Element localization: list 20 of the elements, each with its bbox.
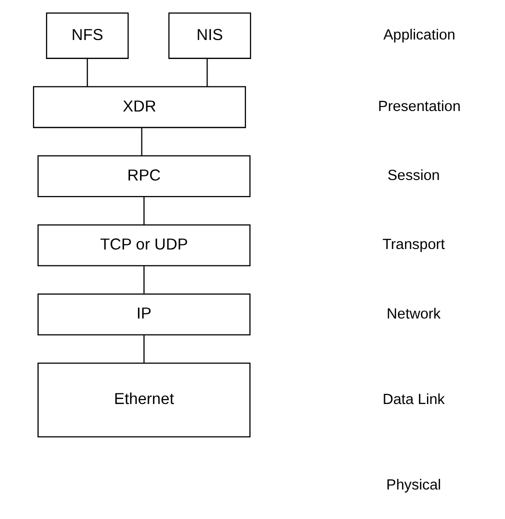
node-box: NFS — [46, 12, 129, 59]
label: Data Link — [382, 392, 445, 408]
connector — [143, 335, 145, 364]
node-box: XDR — [32, 86, 246, 128]
connector — [86, 58, 88, 87]
label: Session — [387, 168, 440, 184]
node-box: NIS — [168, 12, 252, 59]
connector — [143, 196, 145, 225]
label: Physical — [386, 477, 442, 494]
connector — [206, 58, 208, 87]
node-box: IP — [38, 294, 251, 336]
label: Presentation — [378, 98, 461, 115]
label: Transport — [382, 237, 445, 254]
connector — [143, 266, 145, 294]
connector — [141, 128, 142, 156]
node-box: TCP or UDP — [38, 224, 251, 266]
node-box: Ethernet — [38, 362, 251, 438]
node-box: RPC — [38, 155, 251, 198]
label: Network — [386, 306, 441, 322]
label: Application — [383, 28, 456, 44]
